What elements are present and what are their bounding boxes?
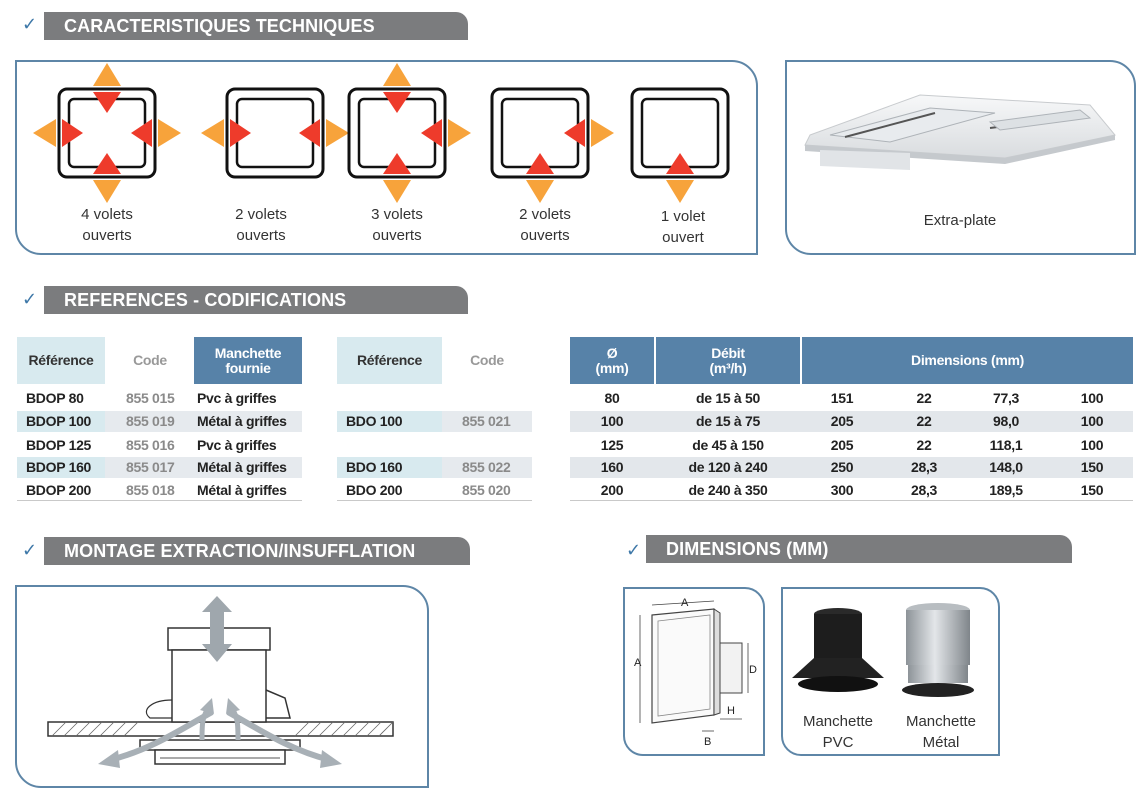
t1-ref: BDOP 80 (26, 390, 84, 406)
t3-dim-c: 148,0 (989, 459, 1023, 475)
t1-code: 855 015 (126, 390, 175, 406)
t3-dim-b: 22 (916, 437, 932, 453)
t2-code: 855 020 (462, 482, 511, 498)
section-title-dimensions: DIMENSIONS (MM) (646, 535, 1072, 563)
t1-ref: BDOP 160 (26, 459, 92, 475)
t3-dim-b: 22 (916, 413, 932, 429)
section-title-references: REFERENCES - CODIFICATIONS (44, 286, 468, 314)
t3-diam: 80 (604, 390, 620, 406)
t1-code: 855 018 (126, 482, 175, 498)
t3-debit: de 15 à 75 (696, 413, 760, 429)
t3-dim-a: 205 (830, 437, 854, 453)
t3-dim-c: 77,3 (992, 390, 1020, 406)
t2-ref: BDO 200 (346, 482, 403, 498)
montage-diagram (47, 596, 394, 768)
t2-ref: BDO 160 (346, 459, 403, 475)
t3-dim-c: 98,0 (992, 413, 1020, 429)
t1-manchette: Métal à griffes (197, 482, 287, 498)
t3-diam: 100 (600, 413, 624, 429)
t3-dim-b: 28,3 (910, 459, 938, 475)
check-icon: ✓ (626, 540, 642, 561)
t3-dim-a: 250 (830, 459, 854, 475)
t3-dim-a: 151 (830, 390, 854, 406)
extra-plate-label: Extra-plate (923, 212, 997, 229)
t1-ref: BDOP 200 (26, 482, 92, 498)
dim-label-a-top: A (681, 597, 689, 609)
manchette-pvc-image (792, 608, 884, 692)
t3-dim-b: 22 (916, 390, 932, 406)
t3-header-debit: Débit(m³/h) (656, 337, 800, 384)
t3-debit: de 240 à 350 (688, 482, 768, 498)
t3-dim-d: 150 (1080, 459, 1104, 475)
t3-dim-d: 100 (1080, 390, 1104, 406)
check-icon: ✓ (22, 14, 38, 35)
t3-debit: de 120 à 240 (688, 459, 768, 475)
t3-dim-d: 100 (1080, 437, 1104, 453)
dim-label-b: B (704, 736, 712, 748)
t3-diam: 125 (600, 437, 624, 453)
t1-manchette: Métal à griffes (197, 413, 287, 429)
t1-manchette: Pvc à griffes (197, 390, 277, 406)
t1-header-code: Code (105, 337, 195, 384)
section-title-caracteristiques: CARACTERISTIQUES TECHNIQUES (44, 12, 468, 40)
section-title-montage: MONTAGE EXTRACTION/INSUFFLATION (44, 537, 470, 565)
t3-dim-d: 100 (1080, 413, 1104, 429)
t3-header-diametre: Ø(mm) (570, 337, 654, 384)
t3-debit: de 15 à 50 (696, 390, 760, 406)
t1-manchette: Métal à griffes (197, 459, 287, 475)
t1-ref: BDOP 125 (26, 437, 92, 453)
t3-diam: 160 (600, 459, 624, 475)
volet-3-open-icon (347, 63, 471, 203)
t3-dim-a: 205 (830, 413, 854, 429)
t1-code: 855 016 (126, 437, 175, 453)
volet-1-open-icon (630, 87, 730, 203)
t1-ref: BDOP 100 (26, 413, 92, 429)
t2-code: 855 021 (462, 413, 511, 429)
t1-manchette: Pvc à griffes (197, 437, 277, 453)
volet-2-corner-open-icon (490, 87, 614, 203)
t3-dim-b: 28,3 (910, 482, 938, 498)
dim-label-d: D (749, 664, 757, 676)
dim-label-h: H (727, 705, 735, 717)
t2-ref: BDO 100 (346, 413, 403, 429)
t3-diam: 200 (600, 482, 624, 498)
t1-header-reference: Référence (17, 337, 105, 384)
t3-header-dimensions: Dimensions (mm) (802, 337, 1133, 384)
volets-diagrams (33, 63, 730, 203)
volet-2-open-icon (201, 87, 349, 179)
t2-code: 855 022 (462, 459, 511, 475)
t3-debit: de 45 à 150 (692, 437, 764, 453)
t3-dim-c: 118,1 (989, 437, 1023, 453)
t1-code: 855 017 (126, 459, 175, 475)
extra-plate-product-image (804, 94, 1116, 170)
t1-code: 855 019 (126, 413, 175, 429)
t2-header-reference: Référence (337, 337, 442, 384)
check-icon: ✓ (22, 540, 38, 561)
volet-4-open-icon (33, 63, 181, 203)
dimensions-drawing (639, 600, 749, 732)
dim-label-a-left: A (634, 657, 642, 669)
manchette-metal-image (902, 603, 974, 697)
t3-dim-a: 300 (830, 482, 854, 498)
t2-header-code: Code (442, 337, 532, 384)
t3-dim-d: 150 (1080, 482, 1104, 498)
check-icon: ✓ (22, 289, 38, 310)
t3-dim-c: 189,5 (989, 482, 1023, 498)
